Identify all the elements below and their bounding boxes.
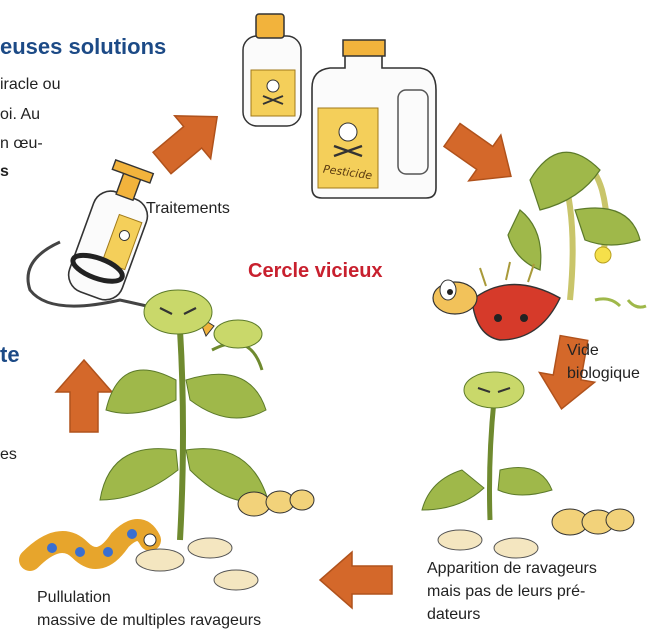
partial-text-line-4: s <box>0 163 9 180</box>
cycle-title: Cercle vicieux <box>248 260 383 282</box>
partial-text-line-3: n œu- <box>0 135 43 152</box>
pest-outbreak-label: Pullulation massive de multiples ravageu… <box>37 586 337 632</box>
pest-appearance-line-3: dateurs <box>427 606 481 623</box>
caterpillar-illustration <box>19 519 161 571</box>
wilted-plant-illustration <box>507 151 647 309</box>
pest-appearance-label: Apparition de ravageurs mais pas de leur… <box>427 557 662 626</box>
biological-void-line-2: biologique <box>567 365 640 382</box>
cycle-arrow-1 <box>143 94 236 186</box>
pest-appearance-line-1: Apparition de ravageurs <box>427 560 597 577</box>
pest-plant-small-illustration <box>421 371 635 559</box>
dead-ladybug-illustration <box>432 261 561 341</box>
small-pesticide-bottle-illustration <box>242 13 302 127</box>
partial-text-line-2: oi. Au <box>0 106 41 123</box>
pest-appearance-line-2: mais pas de leurs pré- <box>427 583 586 600</box>
pest-group-illustration <box>135 489 315 591</box>
partial-heading-mid: te <box>0 342 20 367</box>
partial-text-line-1: iracle ou <box>0 76 61 93</box>
pest-outbreak-line-1: Pullulation <box>37 589 111 606</box>
sprayer-illustration <box>67 159 155 301</box>
partial-text-lower: es <box>0 446 17 463</box>
partial-heading-top: euses solutions <box>0 34 167 59</box>
cycle-arrow-2 <box>435 111 528 200</box>
biological-void-line-1: Vide <box>567 342 599 359</box>
biological-void-label: Vide biologique <box>567 339 667 385</box>
sprayer-hose <box>26 240 201 320</box>
pest-plant-large-illustration <box>99 289 269 541</box>
cycle-arrow-5 <box>55 359 113 433</box>
pesticide-canister-illustration: Pesticide <box>311 39 437 199</box>
pest-outbreak-line-2: massive de multiples ravageurs <box>37 612 262 629</box>
treatments-label: Traitements <box>146 200 230 217</box>
